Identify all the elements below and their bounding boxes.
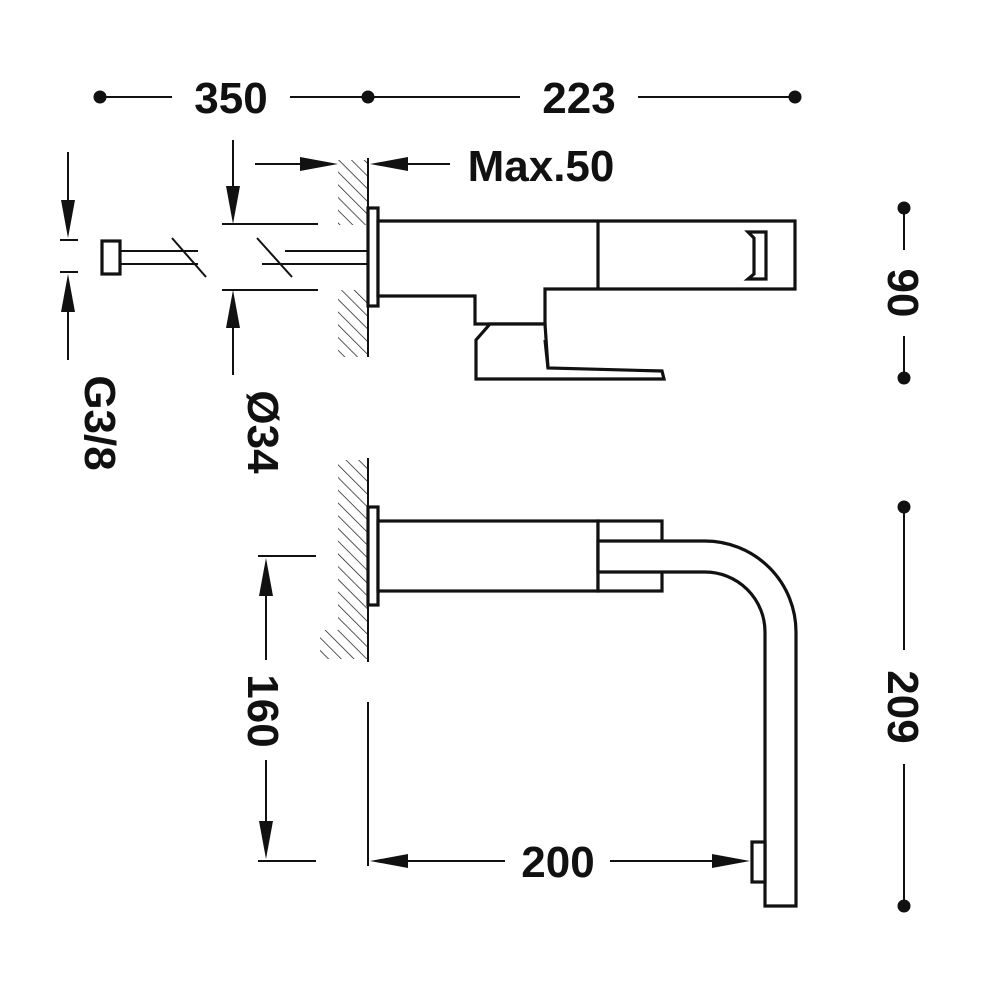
spout-projection-dimension: 200 — [367, 702, 750, 887]
diameter-dimension: Ø34 — [222, 140, 318, 474]
dimension-max-50: Max.50 — [468, 142, 615, 191]
dimension-223: 223 — [542, 74, 615, 123]
top-dimension-line: 350 223 — [93, 74, 802, 123]
dimension-209: 209 — [878, 670, 927, 743]
mount-height-dimension: 160 — [238, 555, 316, 862]
dimension-g3-8: G3/8 — [75, 375, 124, 470]
wall-thickness-dimension: Max.50 — [255, 142, 614, 191]
dimension-90: 90 — [878, 269, 927, 318]
dimension-160: 160 — [238, 674, 287, 747]
wall-section-side — [320, 458, 369, 662]
connection-pipe — [100, 237, 368, 278]
mixer-top-view — [366, 206, 797, 381]
mixer-side-view — [366, 505, 798, 908]
spout-height-dimension: 209 — [878, 500, 927, 913]
height-dimension-top: 90 — [878, 201, 927, 385]
dimension-350: 350 — [194, 74, 267, 123]
dimension-200: 200 — [521, 838, 594, 887]
wall-section-top — [338, 158, 369, 357]
thread-dimension: G3/8 — [60, 152, 124, 471]
dimension-diameter-34: Ø34 — [238, 390, 287, 474]
